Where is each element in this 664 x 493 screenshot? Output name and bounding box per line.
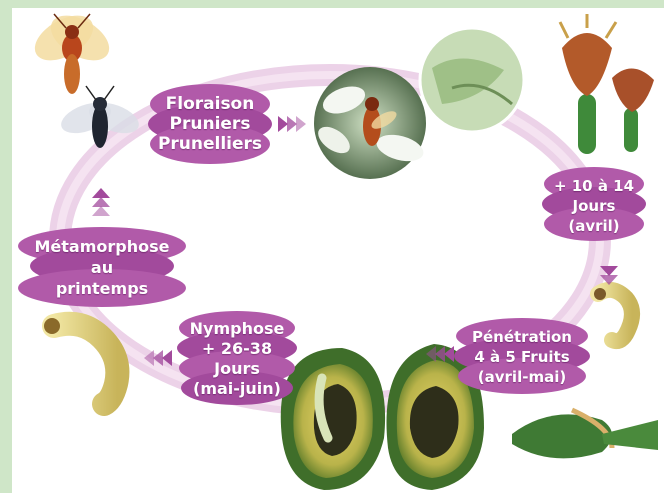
stage-label-metamorphosis: Métamorphose au printemps [16, 236, 188, 299]
life-cycle-diagram: Floraison Pruniers Prunelliers + 10 à 14… [12, 8, 664, 493]
arrow-up-to-adults [92, 188, 110, 216]
stage-label-flowering: Floraison Pruniers Prunelliers [150, 94, 270, 154]
stage-label-delay: + 10 à 14 Jours (avril) [542, 176, 646, 236]
arrow-down-to-larva [600, 266, 618, 285]
arrow-left-to-fruit [426, 346, 454, 362]
stage-label-penetration: Pénétration 4 à 5 Fruits (avril-mai) [454, 327, 590, 387]
arrow-left-to-larva [144, 350, 172, 366]
arrow-right-to-photo [278, 116, 306, 132]
stage-label-pupation: Nymphose + 26-38 Jours (mai-juin) [177, 319, 297, 399]
